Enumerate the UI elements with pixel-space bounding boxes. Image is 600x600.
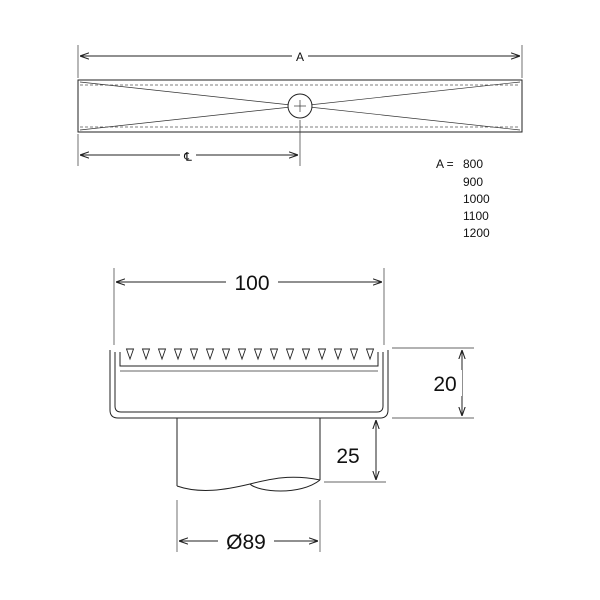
grate-tooth	[253, 348, 263, 361]
height-label: 20	[433, 373, 456, 396]
grate-tooth	[317, 348, 327, 361]
dimension-height: 20	[392, 347, 474, 419]
grate-teeth	[125, 348, 375, 361]
grate-tooth	[141, 348, 151, 361]
length-value-900: 900	[463, 175, 483, 189]
centerline-label: ℄	[183, 150, 192, 164]
length-table: A = 800 900 1000 1100 1200	[436, 157, 490, 240]
grate-tooth	[205, 348, 215, 361]
section-view: 100 20 2	[109, 268, 474, 554]
length-value-1000: 1000	[463, 192, 490, 206]
width-label: 100	[234, 272, 269, 295]
grate-tooth	[365, 348, 375, 361]
grate-tooth	[189, 348, 199, 361]
grate-tooth	[349, 348, 359, 361]
channel-body	[109, 350, 389, 419]
outlet-pipe	[176, 418, 321, 492]
length-table-label: A =	[436, 157, 454, 171]
dimension-centerline: ℄	[77, 120, 301, 166]
grate-tooth	[173, 348, 183, 361]
top-view: A ℄	[77, 45, 523, 166]
grate-tooth	[333, 348, 343, 361]
channel-outline	[77, 79, 523, 133]
outlet-height-label: 25	[336, 445, 359, 468]
length-value-1100: 1100	[463, 209, 489, 223]
dimension-a-label: A	[296, 50, 304, 64]
grate-tooth	[125, 348, 135, 361]
dimension-a: A	[77, 45, 523, 78]
length-value-1200: 1200	[463, 226, 490, 240]
grate-tooth	[157, 348, 167, 361]
grate-tooth	[301, 348, 311, 361]
grate-tooth	[285, 348, 295, 361]
length-value-800: 800	[463, 157, 483, 171]
grate-tooth	[221, 348, 231, 361]
grate-tooth	[237, 348, 247, 361]
dimension-width: 100	[113, 268, 385, 345]
dimension-outlet-height: 25	[324, 420, 386, 483]
grate-tooth	[269, 348, 279, 361]
dimension-outlet-diameter: Ø89	[176, 500, 321, 554]
outlet-diameter-label: Ø89	[226, 531, 266, 554]
